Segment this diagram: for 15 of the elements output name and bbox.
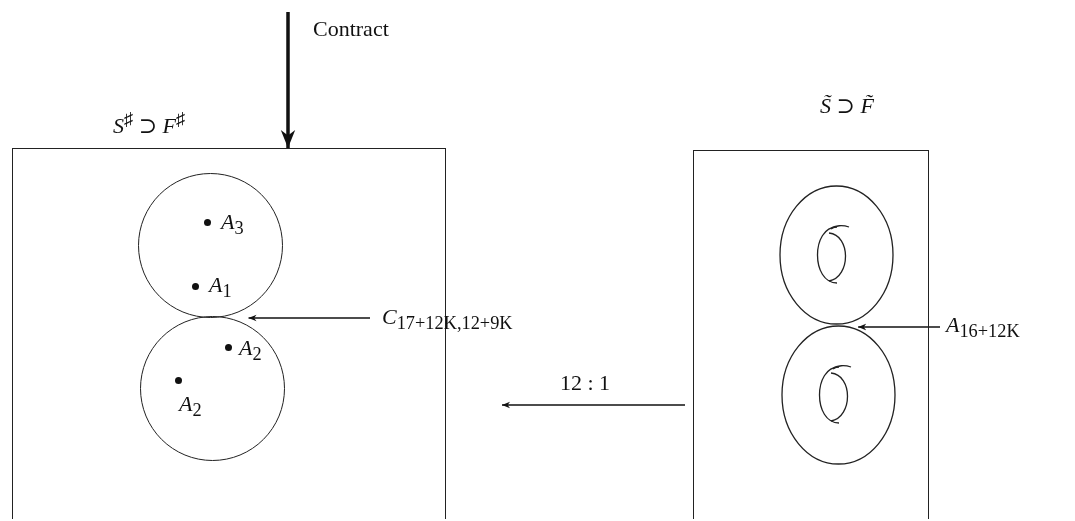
torus-drawing xyxy=(781,325,896,465)
point-label: A$_{2}$ xyxy=(239,335,262,366)
point-label: A$_{16+12K}$ xyxy=(946,312,1020,343)
point-label: A$_{1}$ xyxy=(209,272,232,303)
point-label: A$_{2}$ xyxy=(179,391,202,422)
edge-label: Contract xyxy=(313,16,389,42)
arrow xyxy=(857,323,941,331)
surface-title: S̃ ⊃ F̃ xyxy=(820,93,874,119)
edge-label: 12 : 1 xyxy=(560,370,611,396)
point-label: A$_{3}$ xyxy=(221,209,244,240)
torus-drawing xyxy=(779,185,894,325)
arrow xyxy=(280,12,296,148)
arrow xyxy=(501,401,686,409)
arrow xyxy=(247,314,371,322)
surface-title: S$^{♯}$ ⊃ F$^{♯}$ xyxy=(113,109,186,140)
